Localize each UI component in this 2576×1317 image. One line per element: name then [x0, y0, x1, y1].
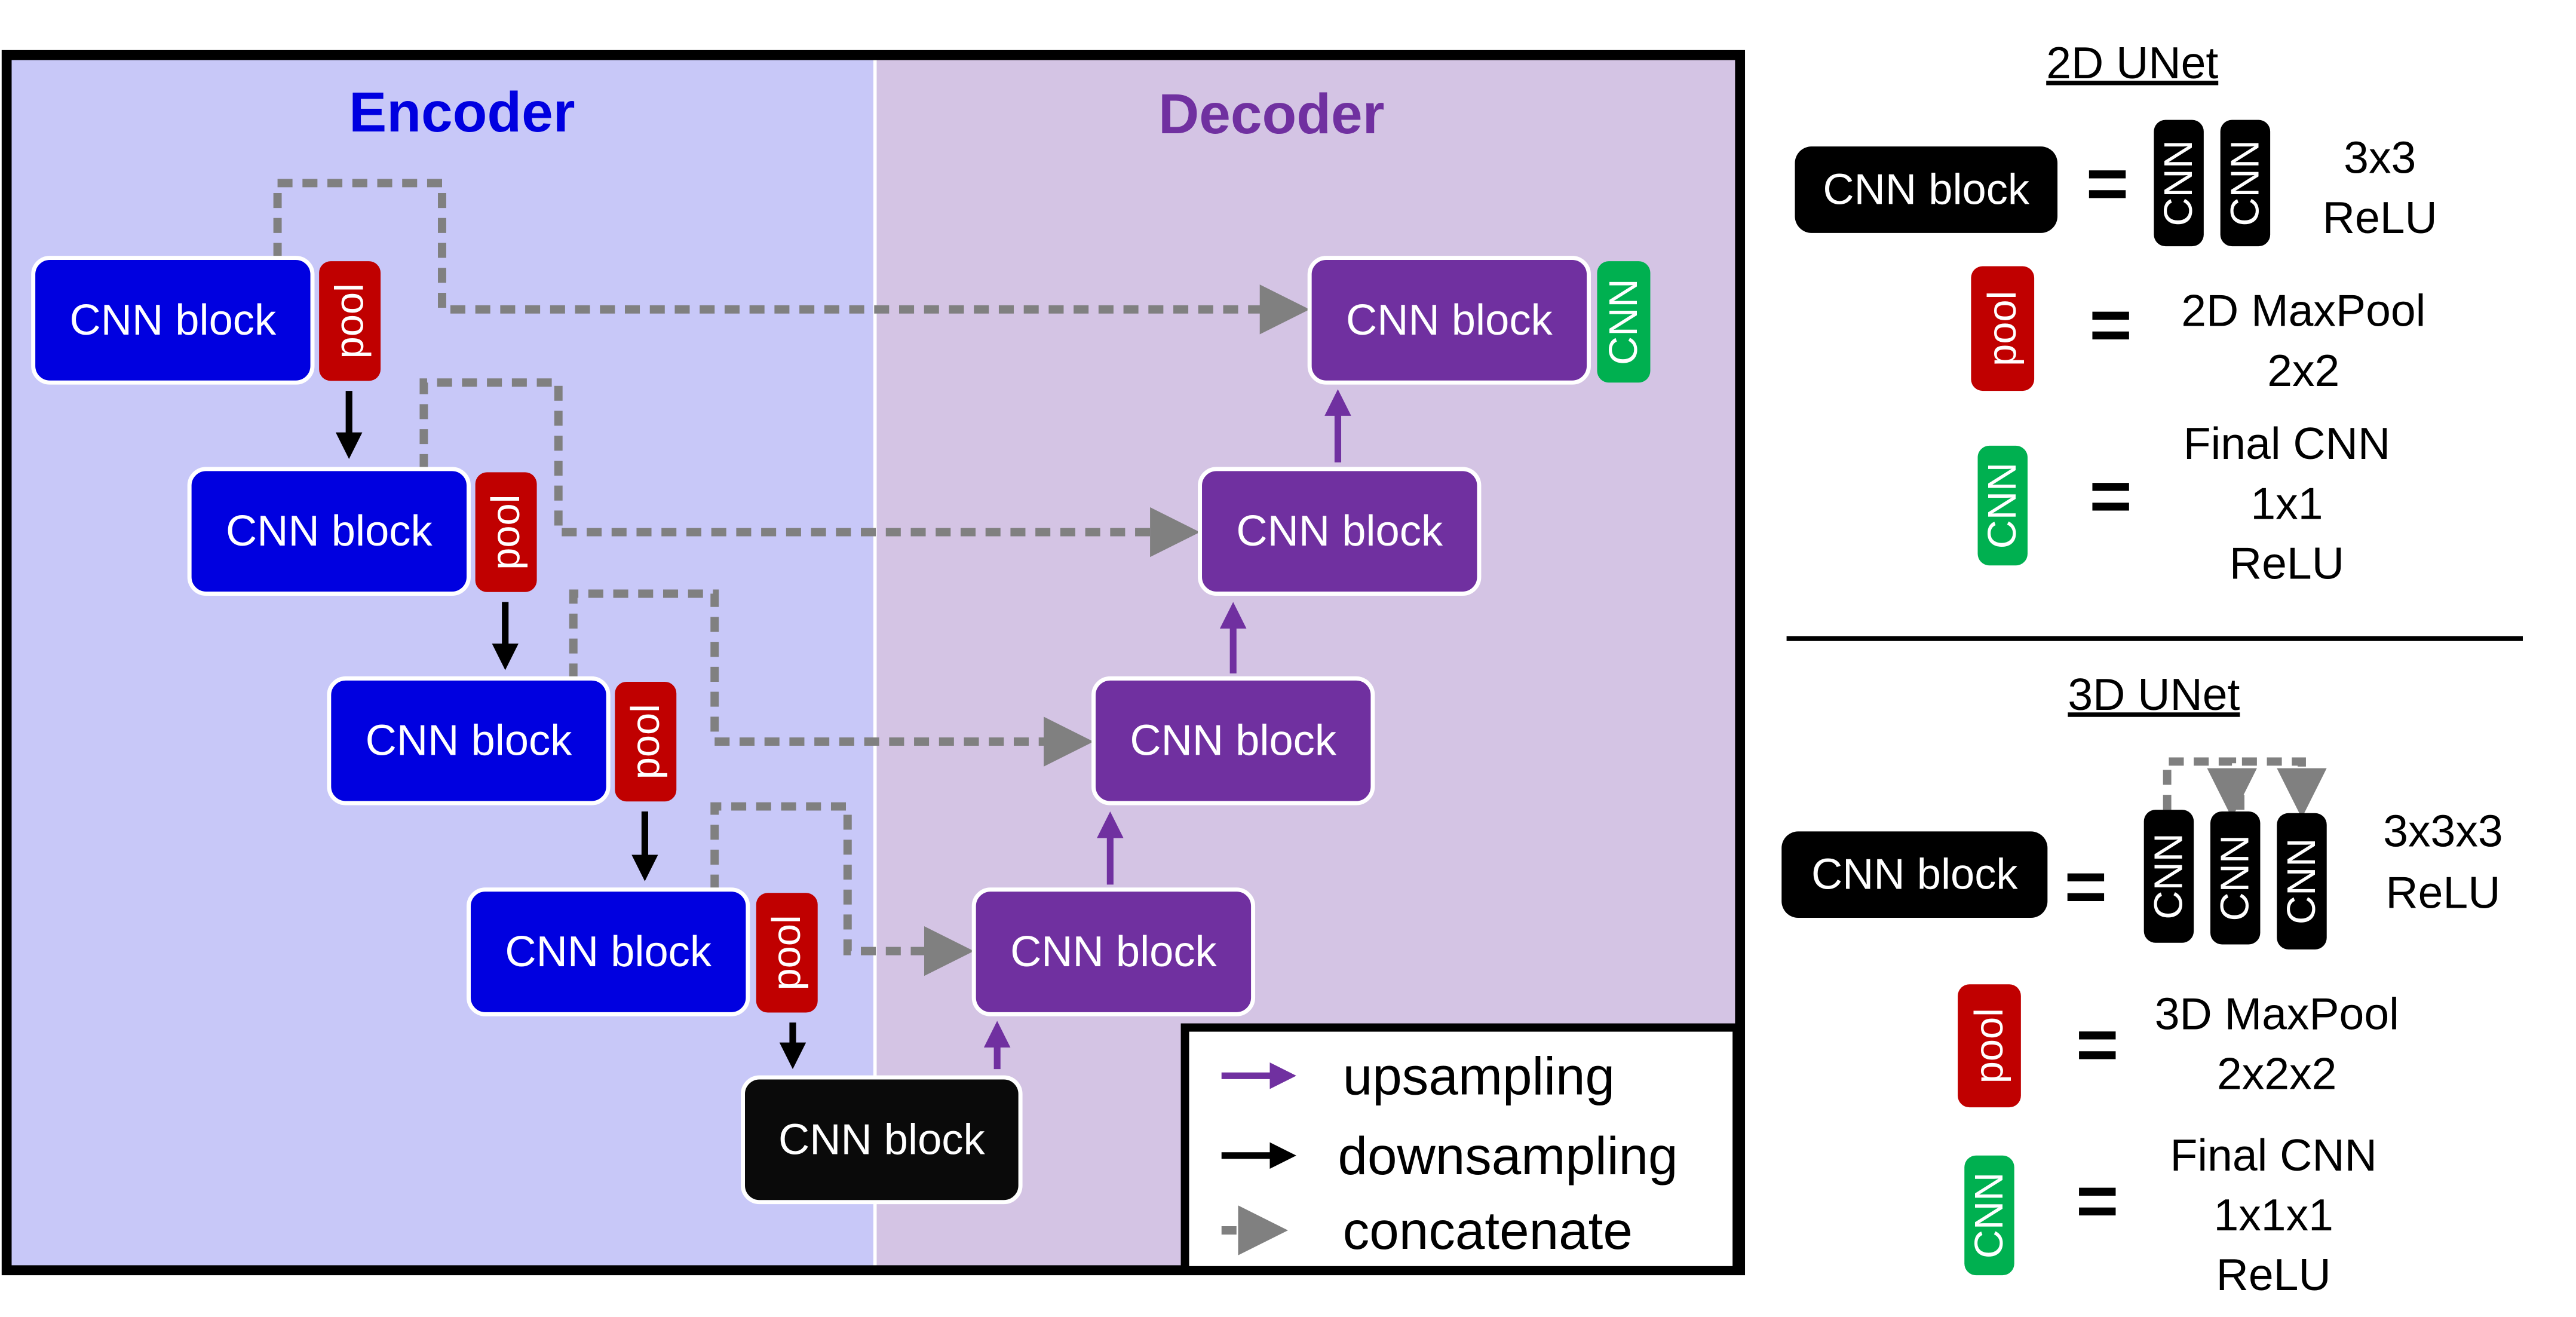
cnn-block [467, 887, 750, 1016]
cnn-block [1198, 467, 1482, 596]
cnn-block-label: CNN block [226, 507, 433, 555]
cnn-block-label: CNN block [505, 928, 712, 976]
conv-layer [2210, 811, 2261, 945]
conv-description: ReLU [2323, 192, 2437, 243]
pool-block-label: pool [1980, 291, 2025, 366]
pool-block-label: pool [765, 915, 809, 990]
conv-layer-label: CNN [2280, 838, 2324, 924]
cnn-block [1781, 831, 2048, 918]
cnn-block [187, 467, 471, 596]
skip-connection-arrow [273, 179, 1310, 335]
pool-block [319, 261, 381, 381]
pool-block-label: pool [328, 283, 372, 359]
equals-sign: = [2076, 1003, 2118, 1085]
conv-layer-label: CNN [2146, 833, 2191, 920]
conv-description: 3x3x3 [2383, 805, 2503, 856]
skip-connection-arrow [419, 378, 1200, 558]
unet3d-title: 3D UNet [2068, 669, 2240, 719]
conv-layer [2220, 120, 2271, 247]
pool-description: 2x2x2 [2217, 1049, 2336, 1099]
cnn-block-label: CNN block [69, 296, 276, 344]
legend-upsampling: upsampling [1343, 1046, 1615, 1105]
encoder-title: Encoder [349, 81, 575, 144]
legend-downsampling: downsampling [1338, 1126, 1678, 1186]
final-cnn-description: ReLU [2216, 1249, 2331, 1300]
skip-connection-arrow [569, 589, 1094, 767]
legend: upsampling downsampling concatenate [1180, 1023, 1741, 1275]
cnn-block-label: CNN block [1346, 296, 1553, 344]
pool-block [1958, 984, 2021, 1108]
conv-layer [2154, 120, 2204, 247]
final-cnn-description: ReLU [2230, 538, 2344, 588]
pool-block-label: pool [484, 494, 528, 569]
pool-description: 3D MaxPool [2155, 988, 2399, 1039]
conv-description: 3x3 [2344, 133, 2416, 183]
pool-block-label: pool [624, 704, 668, 779]
cnn-block-label: CNN block [1823, 166, 2029, 213]
decoder-title: Decoder [1158, 82, 1384, 146]
skip-connection-arrow [710, 802, 974, 976]
conv-description: ReLU [2385, 867, 2500, 917]
final-cnn-block [1964, 1155, 2014, 1276]
cnn-block-label: CNN block [1811, 851, 2018, 899]
final-cnn-description: 1x1x1 [2213, 1190, 2333, 1240]
final-cnn-description: 1x1 [2250, 478, 2323, 528]
diagram-frame [1, 50, 1746, 1276]
final-cnn-description: Final CNN [2184, 418, 2390, 468]
cnn-block-label: CNN block [1130, 717, 1336, 765]
unet2d-title: 2D UNet [2046, 38, 2218, 88]
skip-connection-arrow [2163, 757, 2257, 819]
skip-connection-arrow [2236, 757, 2327, 819]
pool-block [1971, 266, 2035, 391]
cnn-block [1307, 256, 1591, 385]
pool-block [756, 893, 818, 1013]
cnn-block-label: CNN block [1236, 507, 1443, 555]
final-cnn-block-label: CNN [1602, 278, 1646, 365]
cnn-block [31, 256, 315, 385]
cnn-block [327, 676, 611, 805]
cnn-block-label: CNN block [1010, 928, 1217, 976]
cnn-block [741, 1075, 1023, 1205]
conv-layer [2277, 813, 2327, 950]
equals-sign: = [2086, 142, 2129, 224]
cnn-block [1091, 676, 1375, 805]
legend-concatenate: concatenate [1343, 1200, 1633, 1260]
cnn-block [1795, 146, 2058, 233]
conv-layer [2143, 810, 2194, 943]
conv-layer-label: CNN [2213, 835, 2258, 921]
equals-sign: = [2065, 846, 2107, 927]
final-cnn-block [1977, 445, 2028, 566]
cnn-block-label: CNN block [778, 1116, 985, 1163]
conv-layer-label: CNN [2223, 140, 2267, 226]
final-cnn-block-label: CNN [1980, 463, 2025, 549]
pool-block [475, 472, 537, 592]
equals-sign: = [2089, 283, 2132, 365]
cnn-block-label: CNN block [366, 717, 572, 765]
final-cnn-block [1597, 261, 1651, 383]
equals-sign: = [2076, 1159, 2118, 1241]
pool-description: 2x2 [2267, 345, 2339, 396]
conv-layer-label: CNN [2157, 140, 2201, 226]
cnn-block [971, 887, 1256, 1016]
pool-description: 2D MaxPool [2181, 286, 2425, 336]
final-cnn-description: Final CNN [2170, 1130, 2376, 1180]
final-cnn-block-label: CNN [1967, 1172, 2011, 1259]
pool-block-label: pool [1967, 1008, 2011, 1083]
equals-sign: = [2089, 455, 2132, 537]
pool-block [615, 681, 677, 802]
